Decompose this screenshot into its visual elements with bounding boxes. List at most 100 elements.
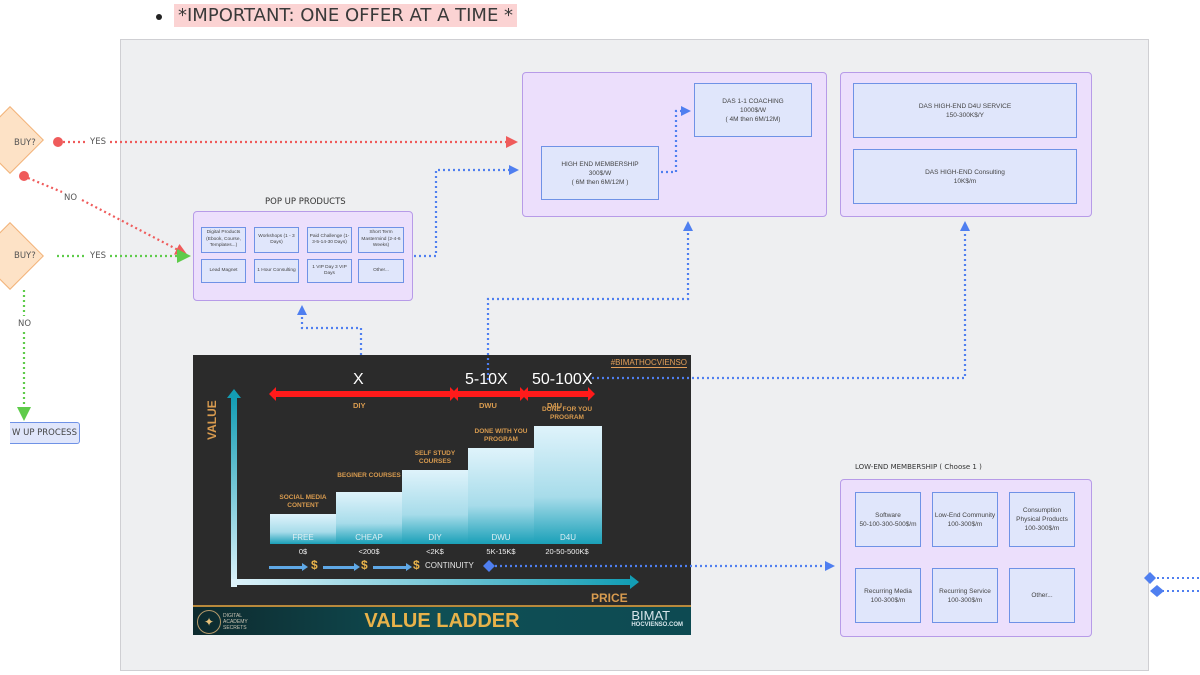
d4u-consulting-node[interactable]: DAS HIGH-END Consulting 10K$/m	[853, 149, 1077, 204]
step-tier: FREE	[292, 533, 314, 542]
popup-product-node[interactable]: Paid Challenge (1-3-5-14-30 Days)	[307, 227, 352, 253]
connector-start-dot	[19, 171, 29, 181]
low-end-item-node[interactable]: Low-End Community 100-300$/m	[932, 492, 998, 547]
node-title: HIGH END MEMBERSHIP	[561, 160, 639, 168]
node-term: ( 4M then 6M/12M)	[725, 115, 781, 123]
step-tier: DIY	[428, 533, 442, 542]
bullet-dot	[156, 14, 162, 20]
popup-product-node[interactable]: Other...	[358, 259, 404, 283]
brand: BIMAT HOCVIENSO.COM	[631, 608, 683, 629]
connector-offscreen[interactable]	[1152, 577, 1200, 592]
decision-label: BUY?	[14, 138, 36, 148]
low-end-item-node[interactable]: Consumption Physical Products 100-300$/m	[1009, 492, 1075, 547]
multiplier-label: 50-100X	[532, 371, 593, 388]
edge-label-no: NO	[18, 319, 32, 329]
popup-product-node[interactable]: Short Term Mastermind (2-4-6 Weeks)	[358, 227, 404, 253]
low-end-membership-title: LOW-END MEMBERSHIP ( Choose 1 )	[855, 463, 982, 471]
range-category: DIY	[353, 401, 366, 410]
item-price: 100-300$/m	[947, 596, 983, 604]
connector-ladder-to-high-end[interactable]	[486, 221, 693, 380]
low-end-item-node[interactable]: Software 50-100-300-500$/m	[855, 492, 921, 547]
node-title: DAS 1-1 COACHING	[722, 97, 784, 105]
item-name: Other...	[1031, 592, 1053, 599]
hashtag: #BIMATHOCVIENSO	[610, 358, 687, 368]
continuity-diamond-icon	[483, 560, 495, 572]
brand-main: BIMAT	[631, 608, 671, 623]
range-category: D4U	[547, 401, 563, 410]
connector-popup-to-membership[interactable]	[414, 165, 519, 258]
item-price: 100-300$/m	[870, 596, 906, 604]
value-ladder-banner: ✦ DIGITAL ACADEMY SECRETS VALUE LADDER B…	[193, 605, 691, 635]
item-price: 100-300$/m	[947, 520, 983, 528]
edge-label-yes: YES	[90, 251, 106, 261]
edge-label-no: NO	[64, 193, 78, 203]
ladder-step: D4U	[534, 426, 602, 544]
node-title: DAS HIGH-END Consulting	[925, 168, 1005, 176]
step-caption: SELF STUDY COURSES	[414, 450, 456, 465]
x-axis-label: PRICE	[591, 591, 628, 605]
price-axis	[231, 575, 639, 589]
popup-product-node[interactable]: Lead Magnet	[201, 259, 246, 283]
multiplier-label: X	[353, 371, 364, 388]
dollar-icon: $	[413, 558, 420, 572]
d4u-range-arrow	[521, 387, 595, 401]
step-price: 0$	[298, 547, 308, 556]
item-name: Recurring Media	[864, 587, 912, 595]
step-price: <2K$	[426, 547, 444, 556]
popup-products-group[interactable]	[193, 211, 413, 301]
popup-product-node[interactable]: Digital Products (Ebook, Course, Templat…	[201, 227, 246, 253]
low-end-item-node[interactable]: Recurring Media 100-300$/m	[855, 568, 921, 623]
value-ladder-image[interactable]: #BIMATHOCVIENSO X 5-10X 50-100X DIY DWU …	[193, 355, 691, 635]
ladder-step: FREE	[270, 514, 336, 544]
step-caption: BEGINER COURSES	[337, 472, 401, 479]
flow-arrow	[269, 563, 308, 571]
step-tier: CHEAP	[355, 533, 383, 542]
connector-ladder-to-popup[interactable]	[297, 305, 363, 355]
node-price: 150-300K$/Y	[946, 111, 984, 119]
follow-up-process-node[interactable]: W UP PROCESS	[10, 422, 80, 444]
low-end-item-node[interactable]: Other...	[1009, 568, 1075, 623]
high-end-membership-node[interactable]: HIGH END MEMBERSHIP 300$/W ( 6M then 6M/…	[541, 146, 659, 200]
step-tier: DWU	[491, 533, 511, 542]
ladder-step: DIY	[402, 470, 468, 544]
node-price: 10K$/m	[953, 177, 977, 185]
connector-ladder-to-d4u[interactable]	[592, 221, 970, 380]
ladder-step: CHEAP	[336, 492, 402, 544]
decision-label: BUY?	[14, 251, 36, 261]
logo-text: DIGITAL ACADEMY SECRETS	[223, 613, 248, 631]
connector-membership-to-coaching[interactable]	[661, 106, 691, 174]
step-caption: SOCIAL MEDIA CONTENT	[279, 494, 327, 509]
logo-icon: ✦	[197, 610, 221, 634]
popup-products-title: POP UP PRODUCTS	[265, 197, 346, 207]
step-caption: DONE WITH YOU PROGRAM	[474, 428, 528, 443]
low-end-item-node[interactable]: Recurring Service 100-300$/m	[932, 568, 998, 623]
edge-label-yes: YES	[90, 137, 106, 147]
step-price: <200$	[358, 547, 380, 556]
multiplier-label: 5-10X	[465, 371, 508, 388]
coaching-node[interactable]: DAS 1-1 COACHING 1000$/W ( 4M then 6M/12…	[694, 83, 812, 137]
node-title: DAS HIGH-END D4U SERVICE	[918, 102, 1012, 110]
item-name: Recurring Service	[939, 587, 991, 595]
step-price: 20-50-500K$	[545, 547, 589, 556]
item-price: 50-100-300-500$/m	[859, 520, 917, 528]
step-caption: DONE FOR YOU PROGRAM	[541, 406, 593, 421]
popup-product-node[interactable]: Workshops (1 - 3 Days)	[254, 227, 299, 253]
node-price: 1000$/W	[739, 106, 767, 114]
connector-end-diamond-icon	[1144, 572, 1156, 584]
item-name: Consumption Physical Products	[1016, 507, 1068, 523]
d4u-service-node[interactable]: DAS HIGH-END D4U SERVICE 150-300K$/Y	[853, 83, 1077, 138]
step-tier: D4U	[559, 533, 576, 542]
no-connector-red[interactable]	[27, 176, 182, 252]
important-note-text: *IMPORTANT: ONE OFFER AT A TIME *	[174, 4, 518, 27]
dollar-icon: $	[311, 558, 318, 572]
brand-sub: HOCVIENSO.COM	[631, 622, 683, 628]
item-name: Software	[875, 511, 901, 519]
node-term: ( 6M then 6M/12M )	[571, 178, 629, 186]
step-price: 5K-15K$	[486, 547, 516, 556]
popup-product-node[interactable]: 1 VIP Day 3 VIP Days	[307, 259, 352, 283]
range-category: DWU	[479, 401, 497, 410]
banner-title: VALUE LADDER	[364, 610, 520, 632]
node-price: 300$/W	[588, 169, 612, 177]
popup-product-node[interactable]: 1 Hour Consulting	[254, 259, 299, 283]
